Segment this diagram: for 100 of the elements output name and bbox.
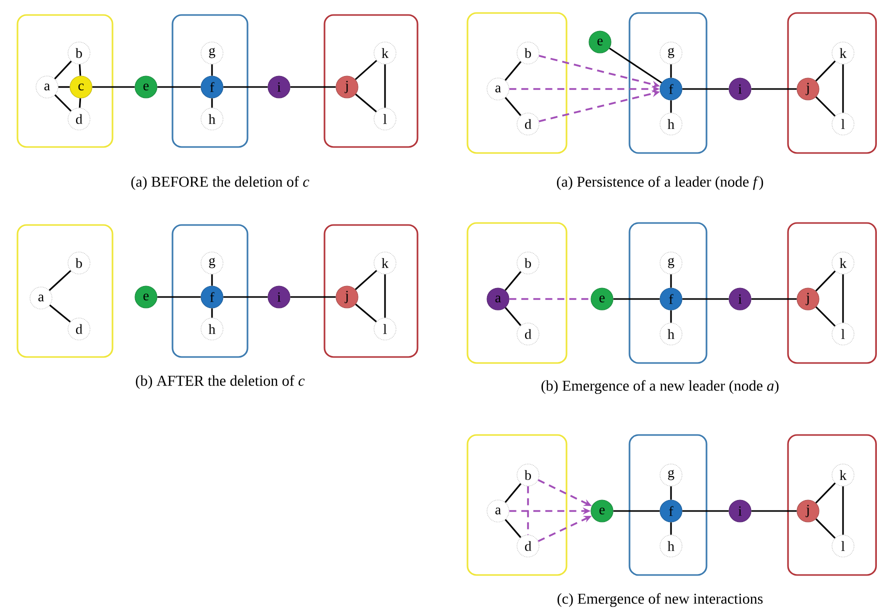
- edge-line: [211, 274, 213, 286]
- graph-node: a: [30, 286, 52, 310]
- edge-line: [842, 274, 844, 323]
- edge-line: [751, 298, 797, 300]
- edge-line: [354, 60, 378, 80]
- community-box: [466, 434, 568, 576]
- graph-node: a: [486, 288, 510, 310]
- edge-line: [682, 88, 729, 90]
- community-box: [324, 224, 418, 358]
- edge-line: [504, 519, 522, 538]
- edge-line: [751, 510, 797, 512]
- graph-node: b: [68, 42, 90, 64]
- graph-node: i: [268, 286, 290, 308]
- edge-line: [815, 60, 836, 82]
- graph-node: g: [200, 252, 224, 274]
- edge-line: [49, 304, 71, 322]
- community-box: [628, 434, 708, 576]
- edge-line: [223, 296, 268, 298]
- graph-node: e: [134, 76, 158, 98]
- edge-line: [608, 48, 662, 84]
- community-box: [466, 12, 568, 154]
- edge-line: [354, 270, 378, 290]
- edge-line: [290, 296, 336, 298]
- edge-line: [211, 64, 213, 76]
- graph-node: h: [660, 112, 682, 136]
- graph-node: l: [832, 322, 854, 346]
- edge-line: [815, 482, 836, 504]
- edge-line: [670, 486, 672, 500]
- edge-line: [670, 100, 672, 113]
- community-box: [787, 12, 877, 154]
- edge-line: [504, 97, 522, 116]
- caption: (b) Emergence of a new leader (node a): [542, 380, 779, 394]
- graph-node: f: [660, 288, 682, 310]
- graph-node: e: [590, 500, 614, 522]
- graph-node: a: [486, 78, 510, 100]
- community-box: [16, 224, 114, 358]
- graph-node: e: [588, 30, 612, 54]
- edge-line: [504, 483, 522, 503]
- graph-node: l: [374, 108, 396, 130]
- graph-node: k: [374, 252, 396, 274]
- graph-node: i: [268, 76, 290, 98]
- graph-node: d: [68, 108, 90, 130]
- edge-line: [670, 274, 672, 288]
- edge-line: [384, 64, 386, 108]
- graph-node: f: [660, 78, 682, 100]
- edge-line: [54, 94, 72, 112]
- community-box: [172, 14, 248, 148]
- edge-line: [92, 86, 135, 88]
- graph-node: g: [660, 464, 682, 486]
- graph-node: k: [832, 252, 854, 274]
- edge-line: [211, 98, 213, 108]
- edge-line: [815, 96, 836, 117]
- community-box: [628, 222, 708, 364]
- edge-line: [815, 270, 836, 292]
- community-box: [16, 14, 114, 148]
- caption: (b) AFTER the deletion of c: [136, 375, 305, 389]
- graph-node: b: [68, 252, 90, 274]
- edge-line: [157, 86, 201, 88]
- edge-line: [682, 298, 729, 300]
- edge-line: [54, 60, 72, 80]
- graph-node: g: [200, 42, 224, 64]
- community-box: [787, 434, 877, 576]
- graph-node: e: [590, 288, 614, 310]
- graph-node: e: [134, 286, 158, 308]
- graph-node: k: [832, 464, 854, 486]
- graph-node: k: [832, 42, 854, 64]
- edge-line: [670, 310, 672, 323]
- community-box: [628, 12, 708, 154]
- community-box: [466, 222, 568, 364]
- graph-node: l: [832, 534, 854, 558]
- edge-line: [223, 86, 268, 88]
- edge-line: [48, 270, 72, 291]
- edge-line: [157, 296, 201, 298]
- edge-line: [78, 64, 82, 76]
- caption: (a) BEFORE the deletion of c: [131, 176, 310, 190]
- edge-line: [509, 298, 591, 300]
- community-box: [172, 224, 248, 358]
- graph-node: f: [200, 76, 224, 98]
- graph-node: h: [200, 108, 224, 130]
- edge-line: [211, 308, 213, 318]
- graph-node: k: [374, 42, 396, 64]
- graph-node: h: [660, 534, 682, 558]
- graph-node: h: [660, 322, 682, 346]
- graph-node: d: [516, 534, 540, 558]
- caption: (a) Persistence of a leader (node f): [556, 176, 764, 190]
- edge-line: [58, 86, 70, 88]
- graph-node: i: [728, 288, 752, 310]
- edge-line: [613, 298, 660, 300]
- graph-node: a: [486, 500, 510, 522]
- graph-node: b: [516, 464, 540, 486]
- edge-line: [751, 88, 797, 90]
- graph-node: j: [336, 286, 358, 308]
- graph-node: j: [796, 500, 820, 522]
- graph-node: b: [516, 42, 540, 64]
- graph-node: f: [660, 500, 682, 522]
- edge-line: [384, 274, 386, 318]
- edge-line: [504, 271, 522, 291]
- edge-line: [815, 518, 836, 539]
- graph-node: d: [68, 318, 90, 340]
- edge-line: [504, 307, 522, 326]
